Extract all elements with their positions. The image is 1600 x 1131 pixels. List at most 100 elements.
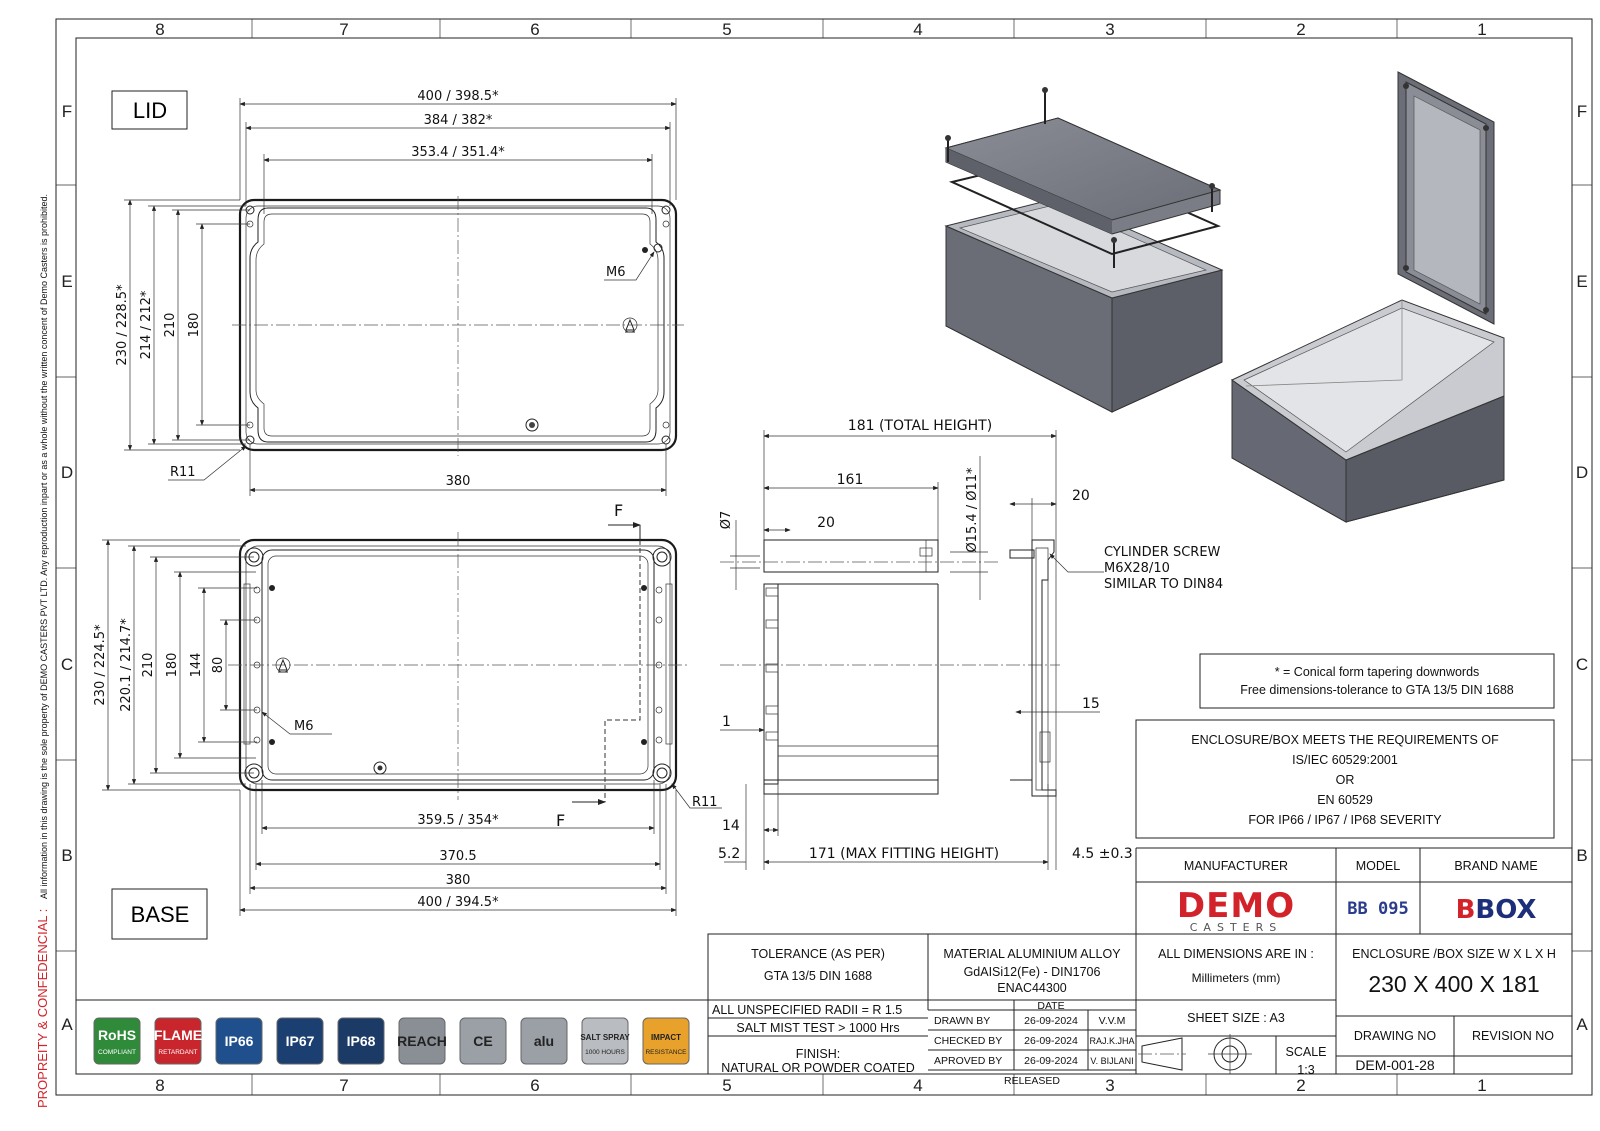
lid-dim-w-mid: 384 / 382* xyxy=(424,113,493,128)
base-dim-h-outer: 230 / 224.5* xyxy=(93,624,108,706)
lid-dim-radius: R11 xyxy=(170,465,196,480)
sec-d1: 1 xyxy=(722,714,731,730)
base-dim-h-144: 144 xyxy=(189,653,204,678)
sec-d14: 14 xyxy=(722,818,740,834)
section-marker-bottom: F xyxy=(556,811,565,830)
tb-radii: ALL UNSPECIFIED RADII = R 1.5 xyxy=(712,1003,902,1017)
row-left-E: E xyxy=(61,272,72,291)
tb-material-value1: GdAISi12(Fe) - DIN1706 xyxy=(964,965,1101,979)
sec-total-height: 181 (TOTAL HEIGHT) xyxy=(848,418,992,434)
tb-salt: SALT MIST TEST > 1000 Hrs xyxy=(736,1021,899,1035)
tb-drawn-label: DRAWN BY xyxy=(934,1015,990,1027)
lid-label: LID xyxy=(133,98,167,123)
col-bottom-8: 8 xyxy=(155,1076,164,1095)
sec-d161: 161 xyxy=(837,472,864,488)
section-marker-top: F xyxy=(614,501,623,520)
badge-top-text: alu xyxy=(534,1033,554,1049)
isometric-exploded-box xyxy=(944,71,1505,523)
sec-screw-line3: SIMILAR TO DIN84 xyxy=(1104,577,1223,592)
tb-brand-value: BBOX xyxy=(1456,895,1537,925)
badge-ip67: IP67 xyxy=(276,1017,324,1065)
base-dim-w-outer: 400 / 394.5* xyxy=(417,895,499,910)
badge-top-text: IP67 xyxy=(286,1033,315,1049)
tb-sheet-size: SHEET SIZE : A3 xyxy=(1187,1011,1285,1025)
col-top-1: 1 xyxy=(1477,20,1486,39)
tb-dimensions-value: Millimeters (mm) xyxy=(1192,971,1281,985)
row-right-A: A xyxy=(1576,1015,1588,1034)
req-line1: ENCLOSURE/BOX MEETS THE REQUIREMENTS OF xyxy=(1191,733,1499,747)
col-bottom-2: 2 xyxy=(1296,1076,1305,1095)
col-top-5: 5 xyxy=(722,20,731,39)
base-dim-radius: R11 xyxy=(692,795,718,810)
sec-d15: 15 xyxy=(1082,696,1100,712)
section-view: 181 (TOTAL HEIGHT) 161 20 Ø7 xyxy=(718,418,1223,870)
lid-dim-h-outer: 230 / 228.5* xyxy=(115,284,130,366)
base-label: BASE xyxy=(131,902,190,927)
side-label: PROPREITY & CONFEDENCIAL : xyxy=(35,909,50,1108)
base-dim-screw: M6 xyxy=(294,719,314,734)
tb-material-value2: ENAC44300 xyxy=(997,981,1067,995)
col-top-7: 7 xyxy=(339,20,348,39)
lid-dim-h-210: 210 xyxy=(163,313,178,338)
row-left-B: B xyxy=(61,846,72,865)
badge-alu: alu xyxy=(520,1017,568,1065)
lid-dim-screw: M6 xyxy=(606,265,626,280)
tb-approved-date: 26-09-2024 xyxy=(1024,1055,1078,1067)
side-confidential-note: PROPREITY & CONFEDENCIAL : All informati… xyxy=(35,194,50,1108)
sec-screw-line2: M6X28/10 xyxy=(1104,561,1170,576)
row-right-E: E xyxy=(1576,272,1587,291)
base-dim-w-380: 380 xyxy=(446,873,471,888)
tb-drawn-name: V.V.M xyxy=(1099,1015,1126,1027)
badge-top-text: CE xyxy=(473,1033,492,1049)
tb-tolerance-value: GTA 13/5 DIN 1688 xyxy=(764,969,872,983)
col-bottom-3: 3 xyxy=(1105,1076,1114,1095)
title-block: TOLERANCE (AS PER) GTA 13/5 DIN 1688 MAT… xyxy=(707,847,1573,1087)
col-bottom-4: 4 xyxy=(913,1076,922,1095)
tb-approved-name: V. BIJLANI xyxy=(1090,1056,1133,1066)
tb-drawing-no-label: DRAWING NO xyxy=(1354,1029,1436,1043)
lid-dim-h-mid: 214 / 212* xyxy=(139,290,154,359)
sec-d52: 5.2 xyxy=(718,846,740,862)
tb-material-label: MATERIAL ALUMINIUM ALLOY xyxy=(943,947,1121,961)
sec-d45: 4.5 ±0.3 xyxy=(1072,846,1133,862)
tb-checked-label: CHECKED BY xyxy=(934,1035,1002,1047)
lid-dim-w-outer: 400 / 398.5* xyxy=(417,89,499,104)
tb-model-value: BB 095 xyxy=(1347,899,1408,919)
badge-top-text: IMPACT xyxy=(651,1033,681,1042)
lid-dim-h-180: 180 xyxy=(187,313,202,338)
col-top-6: 6 xyxy=(530,20,539,39)
sec-phi7: Ø7 xyxy=(719,511,734,530)
col-top-4: 4 xyxy=(913,20,922,39)
base-dim-h-80: 80 xyxy=(211,657,226,674)
sec-d20a: 20 xyxy=(817,515,835,531)
tb-finish-label: FINISH: xyxy=(796,1047,840,1061)
badge-top-text: IP68 xyxy=(347,1033,376,1049)
sec-fitting: 171 (MAX FITTING HEIGHT) xyxy=(809,846,999,862)
base-dim-w-inner: 359.5 / 354* xyxy=(417,813,499,828)
req-line4: EN 60529 xyxy=(1317,793,1373,807)
lid-dim-w-bottom: 380 xyxy=(446,474,471,489)
badge-bottom-text: 1000 HOURS xyxy=(585,1049,625,1056)
note-tolerance: Free dimensions-tolerance to GTA 13/5 DI… xyxy=(1240,683,1514,697)
tb-manufacturer-label: MANUFACTURER xyxy=(1184,859,1288,873)
col-top-2: 2 xyxy=(1296,20,1305,39)
col-bottom-6: 6 xyxy=(530,1076,539,1095)
col-bottom-5: 5 xyxy=(722,1076,731,1095)
tb-dimensions-label: ALL DIMENSIONS ARE IN : xyxy=(1158,947,1314,961)
row-right-F: F xyxy=(1577,102,1587,121)
tb-checked-date: 26-09-2024 xyxy=(1024,1035,1078,1047)
req-line3: OR xyxy=(1336,773,1355,787)
tb-released: RELEASED xyxy=(1004,1075,1060,1087)
row-right-B: B xyxy=(1576,846,1587,865)
manufacturer-logo: DEMO xyxy=(1177,886,1295,926)
tb-model-label: MODEL xyxy=(1356,859,1401,873)
notes: * = Conical form tapering downwords Free… xyxy=(1135,653,1555,839)
manufacturer-logo-sub: CASTERS xyxy=(1190,921,1282,934)
tb-drawn-date: 26-09-2024 xyxy=(1024,1015,1078,1027)
row-left-F: F xyxy=(62,102,72,121)
